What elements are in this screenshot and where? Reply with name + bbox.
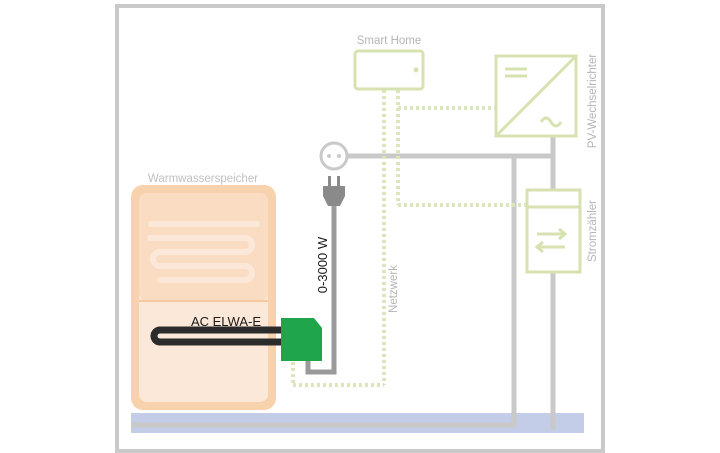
tank-label: Warmwasserspeicher xyxy=(148,173,258,185)
meter-label: Stromzähler xyxy=(587,200,599,262)
power-cable xyxy=(305,205,337,375)
network-label: Netzwerk xyxy=(388,265,400,313)
pv-inverter-label: PV-Wechselrichter xyxy=(587,54,599,149)
hot-water-tank xyxy=(131,185,276,410)
heater-label: AC ELWA-E xyxy=(191,314,261,329)
elwa-device xyxy=(281,318,322,361)
grid-power-lines xyxy=(131,136,556,430)
smart-home-label: Smart Home xyxy=(357,35,422,47)
electricity-meter xyxy=(525,188,582,274)
pv-inverter xyxy=(494,54,578,138)
socket-icon xyxy=(319,141,349,171)
heating-element xyxy=(150,326,288,346)
house-frame xyxy=(115,4,605,453)
smart-home-device xyxy=(353,49,425,91)
power-range-label: 0-3000 W xyxy=(315,236,330,293)
network-lines xyxy=(291,90,527,387)
plug-icon xyxy=(323,176,345,206)
